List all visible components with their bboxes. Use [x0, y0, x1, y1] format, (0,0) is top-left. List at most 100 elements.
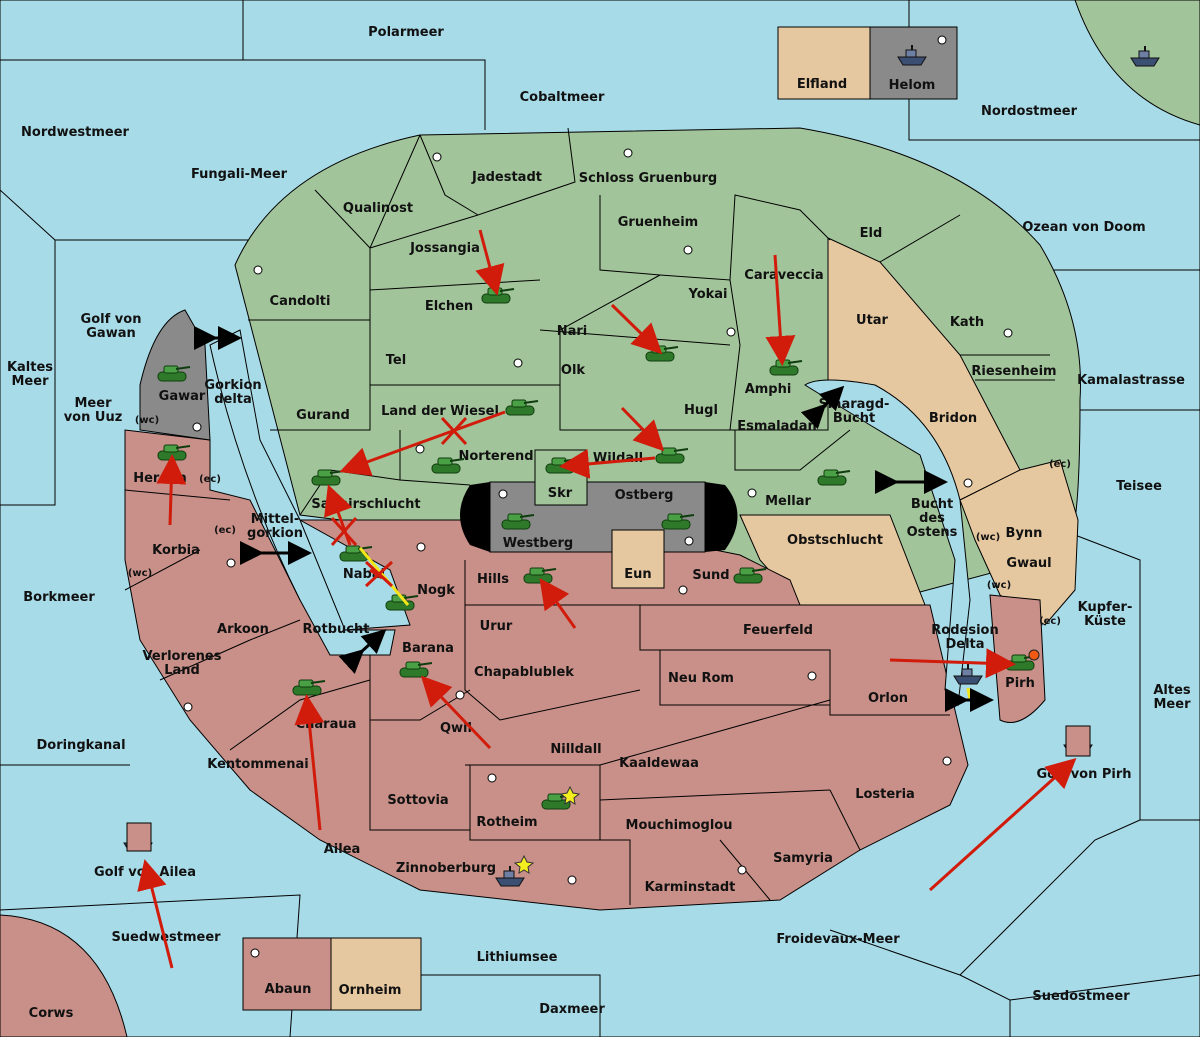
label-barana: Barana: [402, 641, 454, 656]
label-suedostmeer: Suedostmeer: [1032, 989, 1130, 1004]
label-rotheim: Rotheim: [476, 815, 537, 830]
markers: [513, 649, 1040, 874]
label-gawar: Gawar: [159, 389, 206, 404]
label-caraveccia: Caraveccia: [744, 268, 823, 283]
label-norterend: Norterend: [458, 449, 533, 464]
region-corws[interactable]: [0, 914, 128, 1037]
label-kath: Kath: [950, 315, 984, 330]
label-jadestadt: Jadestadt: [471, 170, 542, 185]
tan-south-east: [959, 459, 1079, 626]
label-mellar: Mellar: [765, 494, 811, 509]
label-bynn: Bynn: [1006, 526, 1043, 541]
label-candolti: Candolti: [270, 294, 331, 309]
label-skr: Skr: [548, 486, 573, 501]
label-saphirschlucht: Saphirschlucht: [311, 497, 420, 512]
label-teisee: Teisee: [1116, 479, 1162, 494]
label-gruenheim: Gruenheim: [618, 215, 698, 230]
label-neu-rom: Neu Rom: [668, 671, 734, 686]
label-cobaltmeer: Cobaltmeer: [520, 90, 605, 105]
label-land-der-wiesel: Land der Wiesel: [381, 404, 499, 419]
label-yokai: Yokai: [687, 287, 727, 302]
label-amphi: Amphi: [745, 382, 792, 397]
label-nordwestmeer: Nordwestmeer: [21, 125, 129, 140]
label-obstschlucht: Obstschlucht: [787, 533, 883, 548]
red-landmass: [124, 429, 969, 911]
label-suedwestmeer: Suedwestmeer: [111, 930, 221, 945]
coast-tag: (ec): [1049, 459, 1071, 470]
label-ozean-von-doom: Ozean von Doom: [1022, 220, 1145, 235]
label-mouchimoglou: Mouchimoglou: [626, 818, 733, 833]
coast-tag: (wc): [128, 568, 152, 579]
label-ornheim: Ornheim: [339, 983, 402, 998]
label-froidevaux-meer: Froidevaux-Meer: [776, 932, 900, 947]
label-urur: Urur: [480, 619, 513, 634]
connection-arrows: [194, 326, 994, 712]
label-abaun: Abaun: [265, 982, 312, 997]
label-samyria: Samyria: [773, 851, 833, 866]
label-qwil: Qwil: [440, 721, 472, 736]
label-nordostmeer: Nordostmeer: [981, 104, 1078, 119]
label-corws: Corws: [29, 1006, 74, 1021]
coast-tag: (wc): [976, 532, 1000, 543]
label-tel: Tel: [386, 353, 406, 368]
label-elchen: Elchen: [425, 299, 473, 314]
label-nari: Nari: [557, 324, 588, 339]
label-daxmeer: Daxmeer: [539, 1002, 605, 1017]
label-eun: Eun: [624, 567, 651, 582]
label-ailea: Ailea: [324, 842, 361, 857]
label-jossangia: Jossangia: [409, 241, 480, 256]
region-ornheim[interactable]: [330, 937, 422, 1011]
label-orlon: Orlon: [868, 691, 908, 706]
channel-bucht: [804, 379, 971, 707]
label-gurand: Gurand: [296, 408, 350, 423]
label-ostberg: Ostberg: [615, 488, 674, 503]
label-borkmeer: Borkmeer: [23, 590, 95, 605]
red-borders: [124, 489, 950, 905]
label-nilldall: Nilldall: [550, 742, 601, 757]
label-charaua: Charaua: [296, 717, 357, 732]
mountain-ends: [460, 482, 738, 552]
label-gwaul: Gwaul: [1006, 556, 1051, 571]
label-nogk: Nogk: [417, 583, 455, 598]
label-esmaladan: Esmaladan: [737, 419, 817, 434]
label-kamalastrasse: Kamalastrasse: [1077, 373, 1185, 388]
label-korbia: Korbia: [152, 543, 200, 558]
green-borders: [248, 127, 1055, 516]
label-chapablublek: Chapablublek: [474, 665, 574, 680]
label-losteria: Losteria: [855, 787, 915, 802]
coast-tag: (ec): [214, 525, 236, 536]
label-schloss-gruenburg: Schloss Gruenburg: [579, 171, 717, 186]
label-westberg: Westberg: [503, 536, 573, 551]
label-helom: Helom: [889, 78, 936, 93]
label-karminstadt: Karminstadt: [645, 880, 736, 895]
label-kupfer-k-ste: Kupfer-Küste: [1078, 600, 1133, 629]
coast-tag: (ec): [199, 474, 221, 485]
label-golf-von-ailea: Golf von Ailea: [94, 865, 196, 880]
label-bridon: Bridon: [929, 411, 977, 426]
order-arrows: [137, 229, 1077, 969]
region-eun[interactable]: [611, 529, 665, 589]
coast-tag: (wc): [135, 415, 159, 426]
label-doringkanal: Doringkanal: [36, 738, 125, 753]
label-arkoon: Arkoon: [217, 622, 269, 637]
label-utar: Utar: [856, 313, 889, 328]
ailea-marker: [126, 822, 152, 852]
label-sund: Sund: [692, 568, 729, 583]
label-kentommenai: Kentommenai: [207, 757, 308, 772]
coast-tag: (wc): [987, 580, 1011, 591]
label-lithiumsee: Lithiumsee: [477, 950, 558, 965]
region-elfland[interactable]: [777, 26, 871, 100]
label-hills: Hills: [477, 572, 509, 587]
label-feuerfeld: Feuerfeld: [743, 623, 813, 638]
label-heronn: Heronn: [133, 471, 187, 486]
label-elfland: Elfland: [797, 77, 847, 92]
